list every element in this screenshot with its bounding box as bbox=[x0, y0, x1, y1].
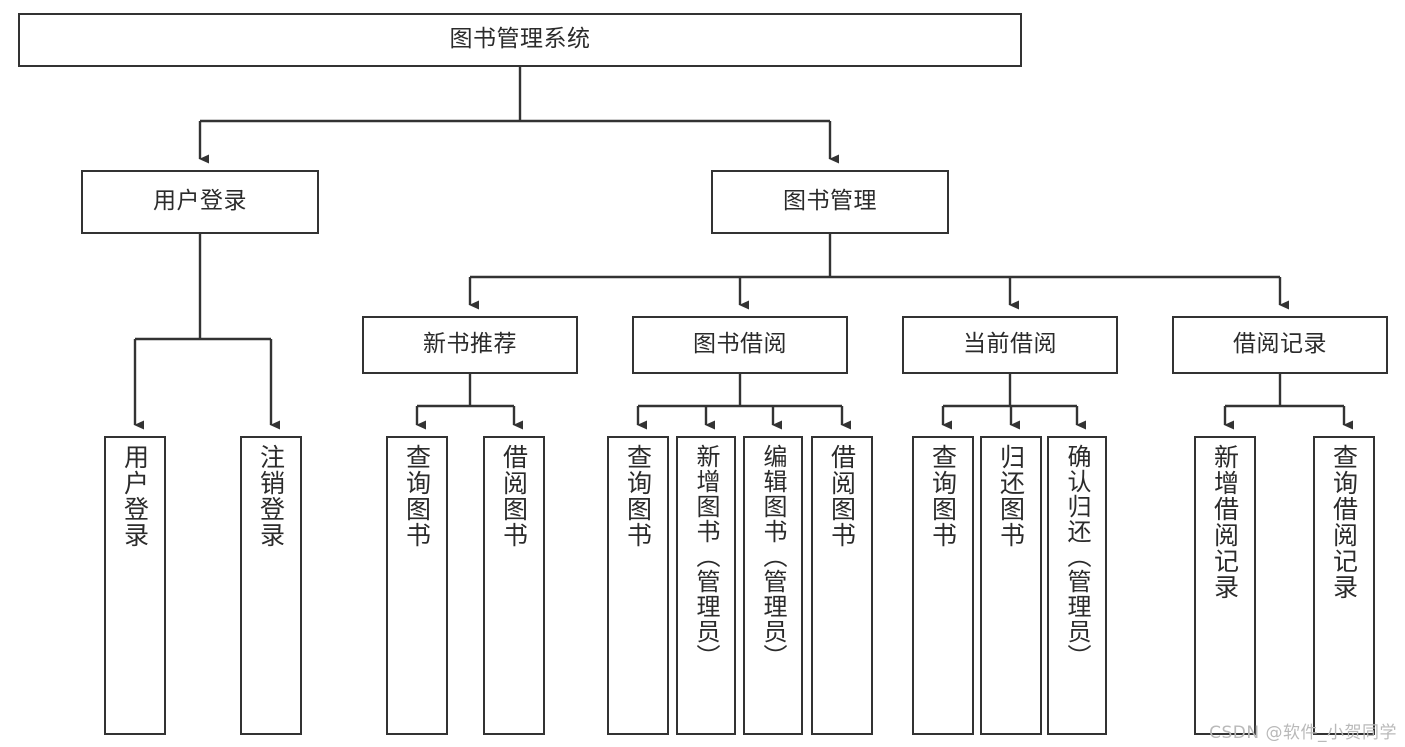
node-leaf-borrow-query-book[interactable]: 查询图书 bbox=[607, 436, 669, 735]
node-leaf-current-query-book[interactable]: 查询图书 bbox=[912, 436, 974, 735]
node-leaf-current-confirm-return[interactable]: 确认归还（管理员） bbox=[1047, 436, 1107, 735]
node-root-label: 图书管理系统 bbox=[449, 26, 591, 53]
node-borrow-record-label: 借阅记录 bbox=[1233, 331, 1327, 358]
node-leaf-rec-query-book[interactable]: 查询图书 bbox=[386, 436, 448, 735]
node-borrow-record[interactable]: 借阅记录 bbox=[1172, 316, 1388, 374]
node-leaf-current-return-book[interactable]: 归还图书 bbox=[980, 436, 1042, 735]
node-current-borrow[interactable]: 当前借阅 bbox=[902, 316, 1118, 374]
node-user-login-label: 用户登录 bbox=[153, 188, 247, 215]
node-leaf-record-add[interactable]: 新增借阅记录 bbox=[1194, 436, 1256, 735]
node-leaf-borrow-borrow-book-label: 借阅图书 bbox=[827, 444, 857, 548]
node-current-borrow-label: 当前借阅 bbox=[963, 331, 1057, 358]
node-book-manage-label: 图书管理 bbox=[783, 188, 877, 215]
node-book-manage[interactable]: 图书管理 bbox=[711, 170, 949, 234]
node-leaf-current-query-book-label: 查询图书 bbox=[928, 444, 958, 548]
node-new-book-rec-label: 新书推荐 bbox=[423, 331, 517, 358]
node-root[interactable]: 图书管理系统 bbox=[18, 13, 1022, 67]
node-new-book-rec[interactable]: 新书推荐 bbox=[362, 316, 578, 374]
node-leaf-current-return-book-label: 归还图书 bbox=[996, 444, 1026, 548]
node-leaf-record-query[interactable]: 查询借阅记录 bbox=[1313, 436, 1375, 735]
node-leaf-borrow-add-book-label: 新增图书（管理员） bbox=[692, 444, 720, 669]
csdn-watermark: CSDN @软件_小贺同学 bbox=[1209, 723, 1397, 743]
node-leaf-user-login[interactable]: 用户登录 bbox=[104, 436, 166, 735]
node-book-borrow-label: 图书借阅 bbox=[693, 331, 787, 358]
node-leaf-record-add-label: 新增借阅记录 bbox=[1210, 444, 1240, 600]
node-leaf-borrow-edit-book[interactable]: 编辑图书（管理员） bbox=[743, 436, 803, 735]
node-leaf-user-logout-label: 注销登录 bbox=[256, 444, 286, 548]
node-user-login[interactable]: 用户登录 bbox=[81, 170, 319, 234]
node-leaf-rec-borrow-book[interactable]: 借阅图书 bbox=[483, 436, 545, 735]
node-leaf-borrow-edit-book-label: 编辑图书（管理员） bbox=[759, 444, 787, 669]
node-leaf-borrow-query-book-label: 查询图书 bbox=[623, 444, 653, 548]
node-leaf-borrow-add-book[interactable]: 新增图书（管理员） bbox=[676, 436, 736, 735]
node-leaf-borrow-borrow-book[interactable]: 借阅图书 bbox=[811, 436, 873, 735]
node-leaf-user-logout[interactable]: 注销登录 bbox=[240, 436, 302, 735]
node-leaf-record-query-label: 查询借阅记录 bbox=[1329, 444, 1359, 600]
node-book-borrow[interactable]: 图书借阅 bbox=[632, 316, 848, 374]
node-leaf-user-login-label: 用户登录 bbox=[120, 444, 150, 548]
node-leaf-current-confirm-return-label: 确认归还（管理员） bbox=[1063, 444, 1091, 669]
node-leaf-rec-borrow-book-label: 借阅图书 bbox=[499, 444, 529, 548]
node-leaf-rec-query-book-label: 查询图书 bbox=[402, 444, 432, 548]
